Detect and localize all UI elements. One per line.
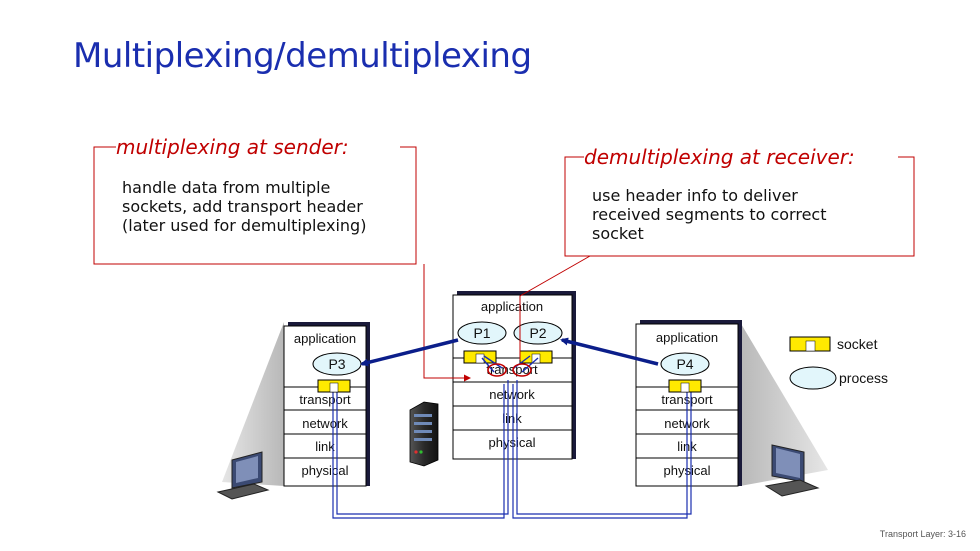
slide-footer: Transport Layer: 3-16: [879, 529, 966, 539]
layer-label: physical: [302, 463, 349, 478]
layer-label: network: [302, 416, 348, 431]
receiver-line: received segments to correct: [592, 205, 827, 224]
slide-title: Multiplexing/demultiplexing: [73, 36, 532, 76]
sender-line: sockets, add transport header: [122, 197, 363, 216]
receiver-callout-heading: demultiplexing at receiver:: [578, 145, 861, 169]
arrow-p1-to-p3: [360, 338, 459, 367]
process-label: P2: [529, 325, 546, 341]
sender-pointer: [423, 264, 471, 382]
process-p1: [457, 321, 507, 345]
legend-socket-label: socket: [837, 336, 878, 352]
receiver-pointer: [519, 255, 591, 360]
mux-demux-loops: [487, 363, 532, 377]
layer-label: link: [315, 439, 335, 454]
layer-label: application: [656, 330, 718, 345]
receiver-callout-frame: [564, 156, 915, 257]
socket-center-1: [463, 350, 497, 364]
receiver-line: socket: [592, 224, 644, 243]
legend-socket-icon: [789, 336, 831, 352]
process-p4: [660, 352, 710, 376]
socket-center-2: [519, 350, 553, 364]
right-computer-icon: [764, 444, 820, 497]
server-icon: [409, 401, 439, 467]
process-p2: [513, 321, 563, 345]
legend: socket process: [789, 336, 888, 390]
receiver-line: use header info to deliver: [592, 186, 798, 205]
layer-label: physical: [489, 435, 536, 450]
socket-right: [668, 379, 702, 393]
process-label: P4: [676, 356, 693, 372]
sender-callout-body: handle data from multiple sockets, add t…: [122, 178, 366, 235]
left-host-beam: [222, 322, 284, 486]
layer-label: network: [489, 387, 535, 402]
layer-label: transport: [299, 392, 351, 407]
right-host-beam: [740, 322, 828, 486]
left-protocol-stack: application transport network link physi…: [283, 322, 370, 487]
arrow-p2-to-p4: [560, 337, 659, 366]
legend-process-label: process: [839, 370, 888, 386]
layer-label: application: [294, 331, 356, 346]
layer-label: link: [502, 411, 522, 426]
socket-left: [317, 379, 351, 393]
process-label: P3: [328, 356, 345, 372]
layer-label: application: [481, 299, 543, 314]
physical-links: [332, 380, 692, 519]
sender-callout-heading: multiplexing at sender:: [110, 135, 355, 159]
sender-line: (later used for demultiplexing): [122, 216, 367, 235]
sender-line: handle data from multiple: [122, 178, 331, 197]
center-protocol-stack: application transport network link physi…: [452, 291, 576, 460]
left-computer-icon: [216, 451, 270, 500]
receiver-callout-body: use header info to deliver received segm…: [592, 186, 826, 243]
process-label: P1: [473, 325, 490, 341]
sender-callout-frame: [93, 146, 417, 265]
right-protocol-stack: application transport network link physi…: [635, 320, 742, 487]
legend-process-icon: [789, 366, 837, 390]
